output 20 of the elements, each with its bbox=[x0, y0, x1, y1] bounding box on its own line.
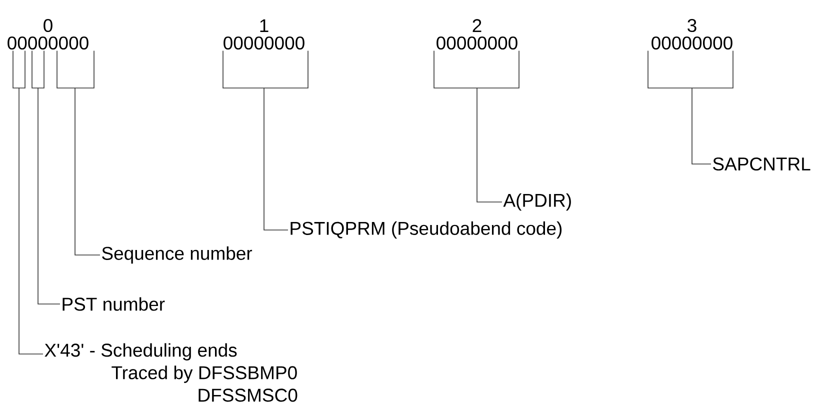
field-description: SAPCNTRL bbox=[713, 157, 810, 171]
hex-word: 00000000 bbox=[436, 36, 518, 50]
leader-line bbox=[56, 50, 100, 256]
byte-index: 1 bbox=[260, 19, 268, 32]
leader-line bbox=[434, 50, 520, 202]
field-description: Sequence number bbox=[102, 246, 252, 264]
hex-word: 00000000 bbox=[8, 36, 88, 50]
field-description: PST number bbox=[62, 297, 165, 311]
hex-word: 00000000 bbox=[224, 36, 304, 50]
byte-index: 0 bbox=[44, 18, 52, 32]
leader-line bbox=[12, 50, 44, 354]
byte-index: 3 bbox=[688, 18, 696, 32]
leader-line bbox=[32, 50, 60, 304]
leader-line bbox=[648, 50, 734, 164]
byte-index: 2 bbox=[472, 19, 482, 32]
hex-word: 00000000 bbox=[652, 36, 732, 50]
leader-line bbox=[222, 50, 308, 230]
field-description: PSTIQPRM (Pseudoabend code) bbox=[290, 221, 562, 239]
field-description: A(PDIR) bbox=[503, 193, 571, 211]
field-description: X'43' - Scheduling ends Traced by DFSSBMP0 DFSSMSC0 bbox=[44, 343, 298, 402]
